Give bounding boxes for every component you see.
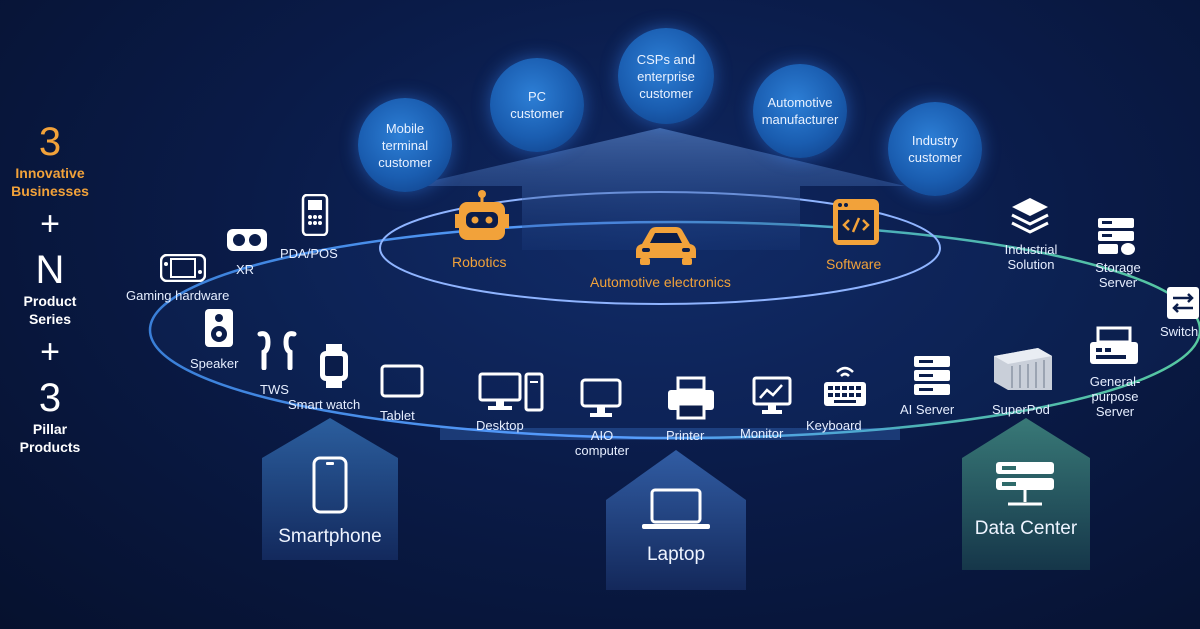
gaming-console-icon	[160, 254, 206, 282]
xr-headset-icon	[226, 228, 268, 252]
customer-label: CSPs and enterprise customer	[636, 51, 696, 101]
keyboard-label: Keyboard	[806, 418, 862, 433]
storage-server-icon	[1096, 216, 1136, 256]
xr-label: XR	[236, 262, 255, 277]
robot-icon	[455, 190, 509, 246]
desktop-icon	[478, 372, 544, 412]
switch-icon	[1166, 286, 1200, 320]
left-summary: 3 Innovative Businesses + N Product Seri…	[0, 120, 100, 456]
laptop-icon	[640, 488, 712, 530]
data-center-label: Data Center	[974, 518, 1078, 539]
product-series-label: Product Series	[23, 293, 77, 327]
aio-computer-icon	[580, 378, 622, 418]
speaker-label: Speaker	[190, 356, 239, 371]
innovative-label: Innovative Businesses	[11, 165, 89, 199]
ai-server-icon	[912, 354, 952, 396]
gaming-hardware-label: Gaming hardware	[126, 288, 230, 303]
automotive-electronics-label: Automotive electronics	[590, 274, 731, 290]
data-center-server-icon	[994, 460, 1056, 510]
switch-label: Switch	[1160, 324, 1199, 339]
laptop-label: Laptop	[646, 544, 706, 565]
aio-computer-label: AIO computer	[574, 428, 630, 458]
smartphone-label: Smartphone	[278, 526, 382, 547]
industrial-layers-icon	[1010, 196, 1050, 236]
desktop-label: Desktop	[476, 418, 524, 433]
earbuds-icon	[254, 330, 300, 370]
smartphone-house	[262, 418, 398, 560]
software-label: Software	[826, 256, 882, 272]
customer-circle-mobile: Mobile terminal customer	[358, 98, 452, 192]
keyboard-icon	[822, 362, 868, 408]
superpod-rack-icon	[992, 346, 1054, 392]
customer-circle-csps: CSPs and enterprise customer	[618, 28, 714, 124]
customer-label: Automotive manufacturer	[761, 95, 839, 127]
innovative-count: 3	[38, 120, 62, 164]
superpod-label: SuperPod	[992, 402, 1050, 417]
smartphone-icon	[312, 456, 348, 514]
customer-label: Industry customer	[908, 133, 962, 165]
tablet-icon	[380, 364, 424, 398]
laptop-house	[606, 450, 746, 590]
customer-circle-industry: Industry customer	[888, 102, 982, 196]
plus-sign-2: +	[40, 333, 60, 371]
monitor-icon	[752, 376, 792, 416]
general-server-label: General-purpose Server	[1089, 374, 1141, 419]
tablet-label: Tablet	[380, 408, 415, 423]
pda-pos-icon	[300, 194, 330, 236]
product-series-count: N	[35, 248, 65, 292]
general-server-icon	[1088, 326, 1140, 366]
pillar-label: Pillar Products	[19, 421, 81, 455]
customer-circle-automotive: Automotive manufacturer	[753, 64, 847, 158]
monitor-label: Monitor	[740, 426, 784, 441]
customer-label: Mobile terminal customer	[378, 120, 432, 170]
industrial-solution-label: Industrial Solution	[1004, 242, 1058, 272]
printer-icon	[666, 376, 716, 420]
pda-pos-label: PDA/POS	[280, 246, 338, 261]
customer-label: PC customer	[510, 89, 564, 121]
plus-sign-1: +	[40, 205, 60, 243]
printer-label: Printer	[666, 428, 705, 443]
tws-label: TWS	[260, 382, 289, 397]
customer-circle-pc: PC customer	[490, 58, 584, 152]
pillar-count: 3	[38, 376, 62, 420]
robotics-label: Robotics	[452, 254, 507, 270]
smart-watch-icon	[318, 344, 350, 388]
speaker-icon	[204, 308, 234, 348]
smart-watch-label: Smart watch	[288, 397, 361, 412]
car-icon	[634, 224, 698, 266]
upward-arrow	[410, 128, 905, 250]
software-code-icon	[832, 198, 880, 246]
storage-server-label: Storage Server	[1095, 260, 1141, 290]
ai-server-label: AI Server	[900, 402, 955, 417]
